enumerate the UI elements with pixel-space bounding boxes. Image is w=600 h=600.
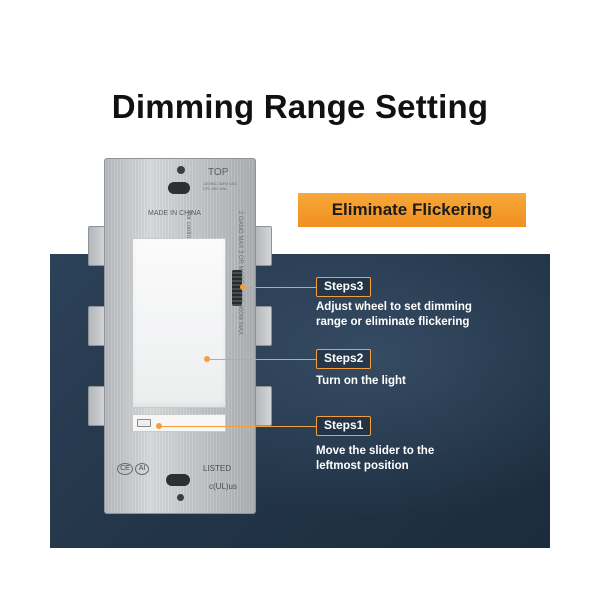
step3-description-line2: range or eliminate flickering — [316, 316, 470, 328]
mounting-slot-icon — [168, 182, 190, 194]
step1-description-line1: Move the slider to the — [316, 445, 435, 457]
ul-mark-icon: c(UL)us — [209, 482, 238, 491]
callout-dot — [204, 356, 210, 362]
step3-description-line1: Adjust wheel to set dimming — [316, 301, 472, 313]
plate-ear — [254, 306, 272, 346]
page-title: Dimming Range Setting — [111, 88, 489, 125]
plate-ear — [254, 226, 272, 266]
eliminate-flickering-banner: Eliminate Flickering — [298, 193, 526, 227]
step1-description: Move the slider to the leftmost position — [316, 444, 434, 474]
plate-side-text-right: 2 GANG MAX 3 OR MORE GANG 400W MAX — [237, 211, 243, 471]
dimmer-slider-knob[interactable] — [137, 419, 151, 427]
step1-tag: Steps1 — [316, 416, 372, 436]
step2-description: Turn on the light — [316, 374, 406, 389]
ce-mark-icon: CE — [117, 463, 133, 475]
step2-description-line1: Turn on the light — [316, 375, 406, 387]
cert-mark-icon: AI — [135, 463, 149, 475]
plate-ear — [254, 386, 272, 426]
callout-dot — [240, 284, 246, 290]
plate-top-label: TOP — [208, 167, 229, 178]
plate-spec-text: 120VAC 60Hz LED CFL INC HAL — [203, 181, 237, 191]
dimming-adjust-wheel[interactable] — [232, 270, 242, 306]
step1-description-line2: leftmost position — [316, 460, 409, 472]
callout-line — [209, 359, 317, 360]
mounting-slot-icon — [166, 474, 190, 486]
plate-listed-label: LISTED — [203, 464, 232, 473]
dimmer-slider-track[interactable] — [132, 414, 226, 432]
plate-made-in-label: MADE IN CHINA — [148, 210, 201, 217]
step3-description: Adjust wheel to set dimming range or eli… — [316, 300, 472, 330]
step3-tag: Steps3 — [316, 277, 372, 297]
callout-line — [161, 426, 317, 427]
callout-dot — [156, 423, 162, 429]
screw-hole-icon — [177, 494, 184, 501]
step2-tag: Steps2 — [316, 349, 372, 369]
rocker-switch-paddle[interactable] — [132, 238, 226, 408]
callout-line — [245, 287, 317, 288]
screw-hole-icon — [177, 166, 185, 174]
